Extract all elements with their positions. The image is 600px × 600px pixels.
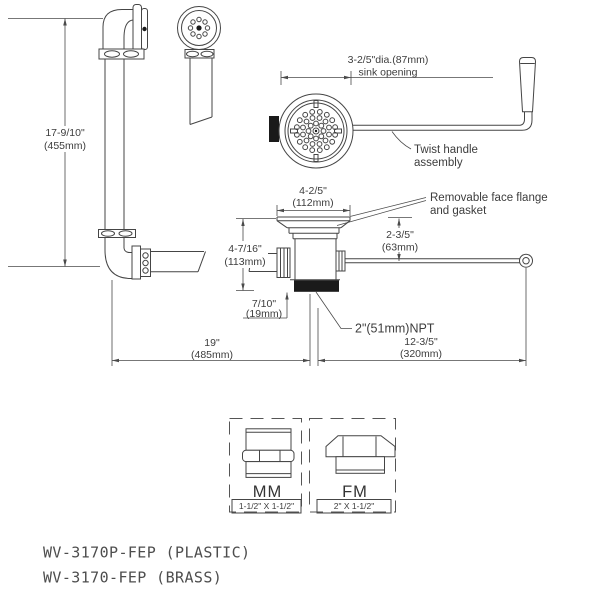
fitting-fm-label: FM [342,483,368,501]
dim-overflow-height-mm: (455mm) [44,140,86,152]
label-twist-handle: Twist handle assembly [391,131,478,169]
dim-body-height: 4-7/16" (113mm) [224,218,276,291]
strainer-holes [290,100,342,162]
dim-overall-len: 19" (485mm) [111,280,311,366]
fitting-mm-size: 1-1/2" X 1-1/2" [239,501,294,511]
model-brass: WV-3170-FEP (BRASS) [43,569,222,587]
dim-overall-len-mm: (485mm) [191,349,233,361]
dim-handle-len: 12-3/5" (320mm) [317,268,527,366]
label-npt: 2"(51mm)NPT [315,291,435,336]
dim-overall-len-in: 19" [204,337,220,349]
overflow-side-view [98,4,206,280]
label-face-flange: Removable face flange and gasket [336,192,548,226]
strainer-face-view [269,93,354,169]
dim-flange-width: 4-2/5" (112mm) [276,185,351,216]
drain-body-side-view [248,216,351,292]
label-twist-handle-line2: assembly [414,157,463,169]
fitting-mm: MM 1-1/2" X 1-1/2" [229,418,302,514]
dim-flange-width-mm: (112mm) [292,197,333,209]
fitting-fm-size: 2" X 1-1/2" [334,501,375,511]
dim-flange-width-in: 4-2/5" [299,185,327,197]
dim-handle-len-in: 12-3/5" [404,336,438,348]
label-face-flange-line2: and gasket [430,205,487,217]
fitting-mm-label: MM [253,483,283,501]
lever-rod-side-view [345,253,533,268]
npt-thread-section [294,280,339,292]
model-plastic: WV-3170P-FEP (PLASTIC) [43,544,250,562]
dim-overflow-height: 17-9/10" (455mm) [8,18,103,267]
fitting-fm: FM 2" X 1-1/2" [309,418,396,514]
lever-ball-end [519,253,533,268]
dim-thread-len: 7/10" (19mm) [243,292,289,320]
dim-thread-len-mm: (19mm) [246,308,282,320]
label-twist-handle-line1: Twist handle [414,144,478,156]
dim-overflow-height-in: 17-9/10" [45,127,85,139]
dim-sink-opening: 3-2/5"dia.(87mm) sink opening [280,54,493,85]
dim-body-height-in: 4-7/16" [228,243,262,255]
twist-handle [353,57,537,131]
dim-sink-opening-line2: sink opening [359,67,418,79]
model-numbers: WV-3170P-FEP (PLASTIC) WV-3170-FEP (BRAS… [43,544,250,587]
dim-sink-opening-line1: 3-2/5"dia.(87mm) [348,54,429,66]
dim-thread-len-in: 7/10" [252,298,276,310]
dim-handle-len-mm: (320mm) [400,348,442,360]
label-npt-text: 2"(51mm)NPT [355,322,435,336]
overflow-front-view [177,6,221,125]
label-face-flange-line1: Removable face flange [430,192,548,204]
dim-handle-drop: 2-3/5" (63mm) [382,217,418,261]
dim-handle-drop-in: 2-3/5" [386,229,414,241]
dim-handle-drop-mm: (63mm) [382,242,418,254]
dim-body-height-mm: (113mm) [224,256,265,268]
